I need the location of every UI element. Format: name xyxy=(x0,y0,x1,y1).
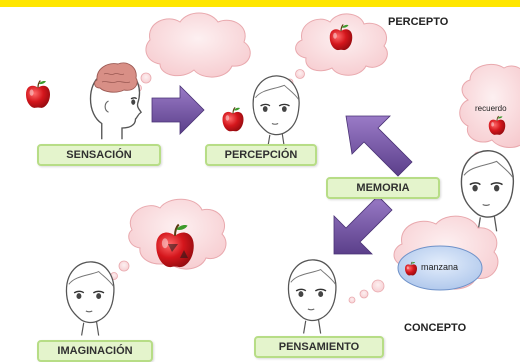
arrow-up-left xyxy=(345,115,413,177)
head-imaginacion xyxy=(65,261,115,337)
bubble-text-recuerdo: recuerdo xyxy=(475,104,507,113)
concept-ellipse xyxy=(397,245,483,291)
label-pensamiento: PENSAMIENTO xyxy=(254,336,384,358)
head-percepcion xyxy=(252,75,300,148)
brain-icon xyxy=(94,62,138,93)
apple-icon xyxy=(221,106,245,132)
apple-icon xyxy=(155,223,195,269)
apple-icon xyxy=(25,79,51,109)
top-accent-bar xyxy=(0,0,520,7)
head-pensamiento xyxy=(287,259,337,335)
bubble-text-manzana: manzana xyxy=(421,262,459,272)
arrow-right xyxy=(151,85,205,135)
heading-concepto: CONCEPTO xyxy=(404,322,467,334)
arrow-down-left xyxy=(333,195,393,255)
label-imaginacion: IMAGINACIÓN xyxy=(37,340,153,362)
label-sensacion: SENSACIÓN xyxy=(37,144,161,166)
label-memoria: MEMORIA xyxy=(326,177,440,199)
heading-percepto: PERCEPTO xyxy=(388,16,449,28)
thought-bubble-sensacion xyxy=(134,12,251,92)
label-percepcion: PERCEPCIÓN xyxy=(205,144,317,166)
